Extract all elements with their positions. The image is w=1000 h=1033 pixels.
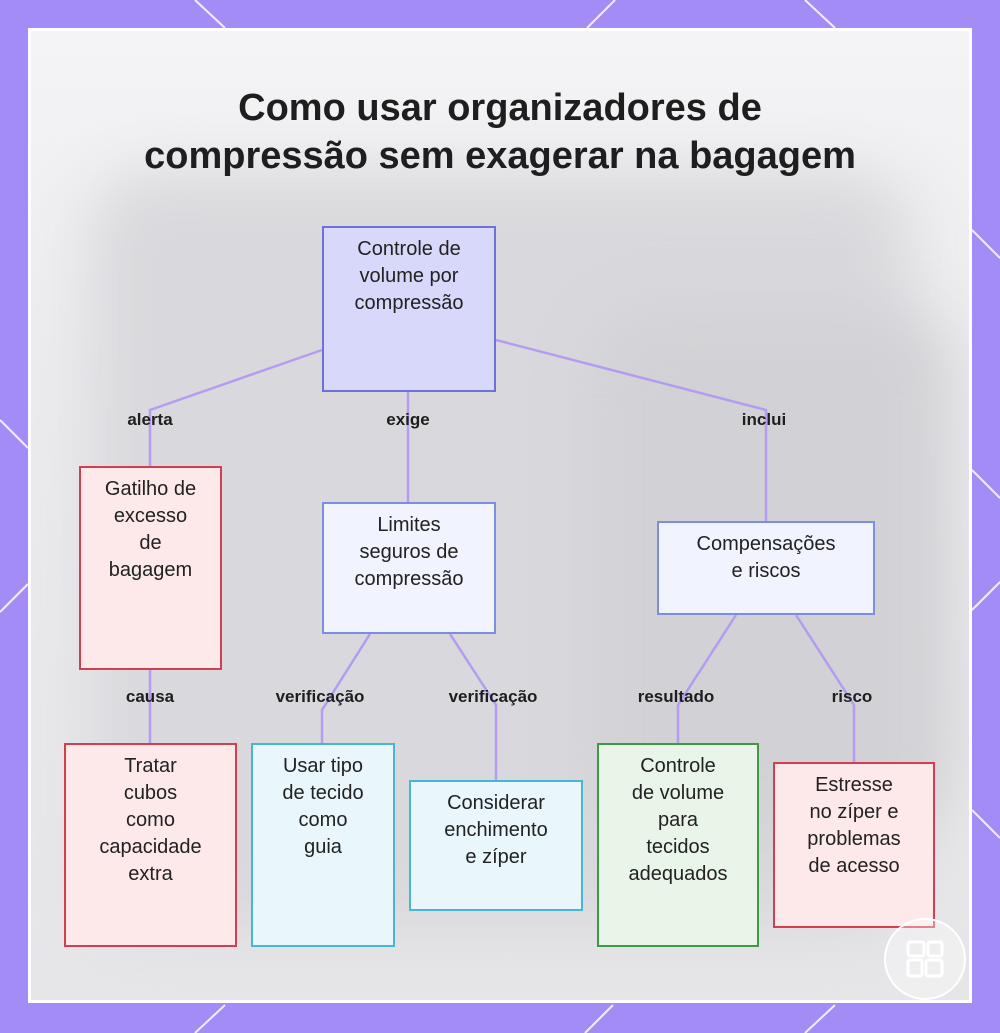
node-tradeoffs-risks: Compensações e riscos [657,521,875,615]
node-text: Gatilho de [105,476,196,503]
edge-label-alerta: alerta [127,410,172,430]
node-text: guia [304,834,342,861]
edge-limits-fill [450,634,496,780]
edge-label-inclui: inclui [742,410,786,430]
edge-label-verificacao: verificação [276,687,365,707]
node-text: de volume [632,780,724,807]
node-zipper-stress: Estresse no zíper e problemas de acesso [773,762,935,928]
edge-root-trigger [150,350,322,466]
node-text: compressão [355,290,464,317]
edge-label-risco: risco [832,687,873,707]
node-text: Compensações [697,531,836,558]
node-text: Tratar [124,753,177,780]
edge-label-causa: causa [126,687,174,707]
node-text: de tecido [282,780,363,807]
node-text: para [658,807,698,834]
node-text: seguros de [360,539,459,566]
edge-label-resultado: resultado [638,687,715,707]
node-fill-zipper: Considerar enchimento e zíper [409,780,583,911]
node-text: bagagem [109,557,192,584]
edge-root-tradeoffs [496,340,766,521]
node-volume-fabrics: Controle de volume para tecidos adequado… [597,743,759,947]
node-text: como [299,807,348,834]
node-text: e riscos [732,558,801,585]
node-text: excesso [114,503,187,530]
node-excess-trigger: Gatilho de excesso de bagagem [79,466,222,670]
node-text: Usar tipo [283,753,363,780]
node-text: extra [128,861,172,888]
node-text: Limites [377,512,440,539]
node-text: adequados [629,861,728,888]
node-text: volume por [360,263,459,290]
node-text: e zíper [465,844,526,871]
node-text: capacidade [99,834,201,861]
node-volume-control: Controle de volume por compressão [322,226,496,392]
node-text: Considerar [447,790,545,817]
node-text: enchimento [444,817,547,844]
node-treat-cubes: Tratar cubos como capacidade extra [64,743,237,947]
edge-tradeoffs-control [678,615,736,743]
node-safe-limits: Limites seguros de compressão [322,502,496,634]
document-grid-icon [886,920,964,998]
node-text: problemas [807,826,900,853]
node-text: Estresse [815,772,893,799]
node-text: tecidos [646,834,709,861]
node-fabric-type: Usar tipo de tecido como guia [251,743,395,947]
node-text: de acesso [808,853,899,880]
node-text: compressão [355,566,464,593]
node-text: no zíper e [810,799,899,826]
node-text: Controle de [357,236,460,263]
document-grid-icon [884,918,966,1000]
edge-label-exige: exige [386,410,429,430]
node-text: Controle [640,753,716,780]
node-text: cubos [124,780,177,807]
node-text: como [126,807,175,834]
node-text: de [139,530,161,557]
edge-label-verificacao: verificação [449,687,538,707]
